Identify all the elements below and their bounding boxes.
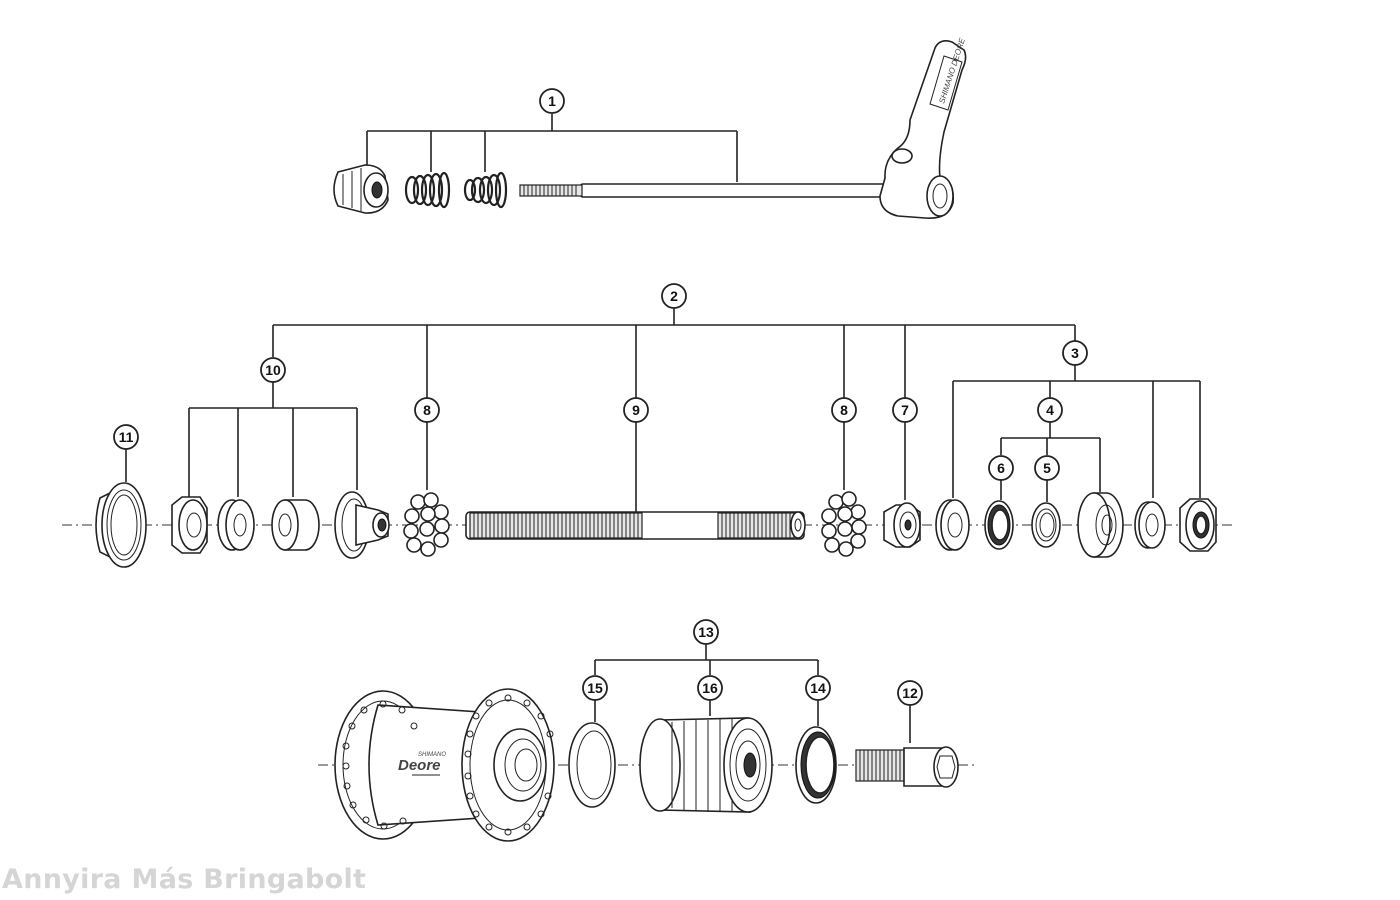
part-3-locknut: [1179, 498, 1217, 552]
callout-16: 16: [697, 675, 723, 701]
part-10-washer: [217, 499, 255, 551]
leader-5-6: [1000, 480, 1048, 502]
svg-text:4: 4: [1046, 402, 1054, 418]
part-4-spacer: [1077, 492, 1124, 558]
callout-15: 15: [582, 675, 608, 701]
callout-4: 4: [1037, 397, 1063, 423]
skewer-thread: [519, 184, 583, 197]
callout-14: 14: [805, 675, 831, 701]
svg-text:10: 10: [265, 362, 281, 378]
part-6-seal-ring: [984, 500, 1014, 550]
svg-text:5: 5: [1043, 460, 1051, 476]
skewer-spring-2: [463, 171, 508, 209]
quick-release-assembly: SHIMANO DEORE 1: [333, 37, 967, 220]
leader-3: [952, 365, 1201, 498]
leader-10: [188, 382, 358, 497]
hub-brand-model: Deore: [398, 757, 441, 774]
leader-2: [272, 308, 1076, 398]
skewer-adjusting-nut: [333, 164, 389, 214]
part-11-dust-cap: [95, 482, 147, 568]
part-9-axle: [465, 511, 806, 540]
callout-9: 9: [623, 397, 649, 423]
callout-7: 7: [892, 397, 918, 423]
watermark-text: Annyira Más Bringabolt: [2, 864, 367, 895]
part-8-ball-bearings-right: [821, 491, 867, 557]
callout-12: 12: [897, 680, 923, 706]
svg-text:1: 1: [548, 93, 556, 109]
callout-10: 10: [260, 357, 286, 383]
leader-12-14-15-16: [594, 700, 911, 743]
skewer-cam-lever: SHIMANO DEORE: [879, 37, 967, 220]
part-3-washer-2: [1134, 501, 1166, 549]
svg-text:8: 8: [423, 402, 431, 418]
svg-text:12: 12: [902, 685, 918, 701]
part-16-freehub-body: [639, 717, 773, 813]
leader-1: [366, 114, 738, 182]
svg-text:14: 14: [810, 680, 826, 696]
svg-text:6: 6: [997, 460, 1005, 476]
leader-13: [594, 644, 819, 675]
part-10-spacer: [271, 499, 320, 551]
part-12-freehub-bolt: [855, 746, 959, 788]
part-8-ball-bearings-left: [403, 492, 450, 557]
svg-text:9: 9: [632, 402, 640, 418]
hub-brand-small: SHIMANO: [418, 752, 446, 758]
callout-13: 13: [693, 619, 719, 645]
svg-text:8: 8: [840, 402, 848, 418]
callout-5: 5: [1034, 455, 1060, 481]
callout-3: 3: [1062, 340, 1088, 366]
callout-8-right: 8: [831, 397, 857, 423]
skewer-rod: [579, 183, 891, 198]
callout-6: 6: [988, 455, 1014, 481]
part-10-locknut: [171, 496, 208, 554]
svg-text:16: 16: [702, 680, 718, 696]
part-5-o-ring: [1031, 502, 1061, 548]
svg-text:3: 3: [1071, 345, 1079, 361]
svg-text:7: 7: [901, 402, 909, 418]
svg-text:11: 11: [119, 429, 134, 445]
hub-shell: SHIMANO Deore: [334, 688, 555, 842]
callout-11: 11: [113, 424, 139, 450]
callout-1: 1: [539, 88, 565, 114]
callout-8-left: 8: [414, 397, 440, 423]
part-3-washer: [935, 499, 970, 551]
part-7-cone: [883, 502, 921, 548]
part-15-spacer-ring: [568, 722, 616, 808]
axle-assembly: 2 3 4 5 6 7 8 8: [62, 283, 1232, 568]
svg-text:15: 15: [587, 680, 603, 696]
skewer-spring-1: [404, 171, 451, 209]
svg-text:2: 2: [670, 288, 678, 304]
part-10-cone: [334, 491, 390, 559]
svg-text:13: 13: [698, 624, 714, 640]
leader-4: [1000, 422, 1101, 492]
part-14-seal: [795, 726, 837, 804]
callout-2: 2: [661, 283, 687, 309]
leader-7-8-9-11: [125, 422, 906, 512]
hub-body-freehub-assembly: SHIMANO Deore: [318, 619, 978, 842]
